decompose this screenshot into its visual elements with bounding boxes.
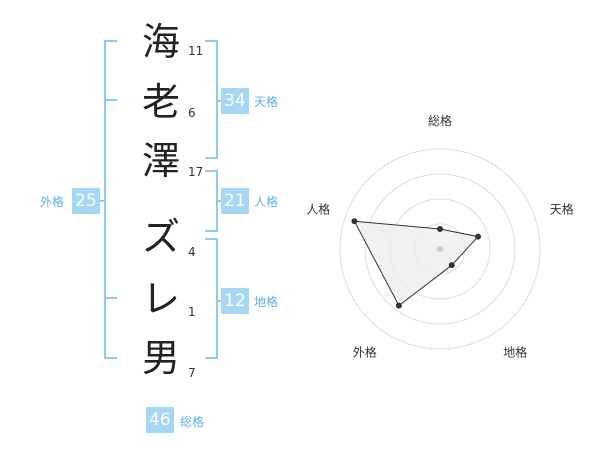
stroke-count-5: 1 bbox=[188, 305, 196, 319]
name-char-1: 海 bbox=[141, 20, 180, 64]
radar-point-5 bbox=[351, 218, 358, 225]
soukaku-score: 46 bbox=[146, 407, 174, 433]
stroke-count-3: 17 bbox=[188, 165, 204, 179]
stroke-count-2: 6 bbox=[188, 106, 196, 120]
radar-center-dot bbox=[437, 246, 443, 252]
radar-axis-label-1: 総格 bbox=[428, 113, 452, 128]
radar-point-1 bbox=[437, 226, 443, 232]
jinkaku-score: 21 bbox=[221, 188, 249, 214]
name-char-4: ズ bbox=[141, 215, 180, 259]
name-char-6: 男 bbox=[141, 336, 180, 380]
radar-axis-label-4: 外格 bbox=[353, 345, 377, 360]
jinkaku-label: 人格 bbox=[254, 195, 279, 209]
gaikaku-bracket bbox=[104, 40, 117, 359]
stroke-count-6: 7 bbox=[188, 366, 196, 380]
soukaku-label: 総格 bbox=[180, 415, 205, 429]
radar-ring-3 bbox=[364, 173, 516, 325]
tenkaku-score: 34 bbox=[221, 88, 249, 114]
radar-axis-label-3: 地格 bbox=[503, 345, 527, 360]
stroke-count-1: 11 bbox=[188, 44, 204, 58]
radar-axis-label-5: 人格 bbox=[306, 201, 330, 216]
radar-point-3 bbox=[448, 262, 455, 269]
name-char-2: 老 bbox=[141, 80, 180, 124]
tenkaku-label: 天格 bbox=[254, 95, 279, 109]
radar-axis-label-2: 天格 bbox=[550, 201, 574, 216]
name-char-3: 澤 bbox=[141, 139, 180, 183]
tenkaku-bracket bbox=[205, 40, 218, 159]
gaikaku-score: 25 bbox=[72, 188, 100, 214]
gaikaku-label: 外格 bbox=[40, 195, 65, 209]
radar-point-4 bbox=[395, 302, 402, 309]
stroke-count-4: 4 bbox=[188, 245, 196, 259]
radar-point-2 bbox=[475, 233, 482, 240]
radar-area bbox=[353, 220, 479, 307]
name-char-5: レ bbox=[141, 277, 180, 321]
chikaku-score: 12 bbox=[221, 288, 249, 314]
radar-ring-4 bbox=[339, 148, 541, 350]
chikaku-label: 地格 bbox=[254, 295, 279, 309]
chikaku-bracket bbox=[205, 238, 218, 359]
